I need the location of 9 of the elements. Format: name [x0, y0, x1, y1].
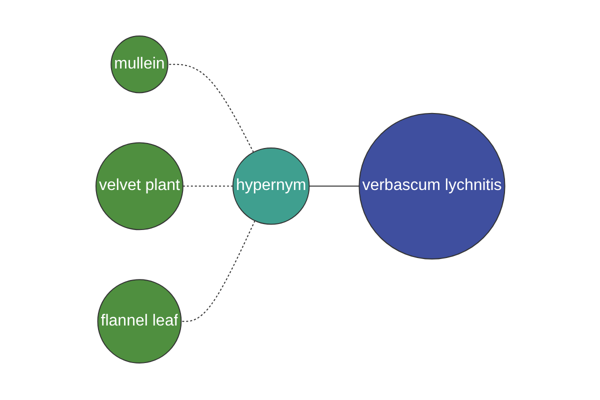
node-circle: mullein — [110, 36, 168, 94]
node-circle: hypernym — [232, 148, 310, 226]
node-circle: flannel leaf — [96, 280, 182, 364]
node-circle: velvet plant — [95, 142, 184, 231]
connector — [180, 220, 256, 322]
connector — [308, 186, 360, 188]
connector — [182, 186, 234, 188]
node-circle: verbascum lychnitis — [358, 113, 505, 260]
connector — [166, 64, 254, 154]
